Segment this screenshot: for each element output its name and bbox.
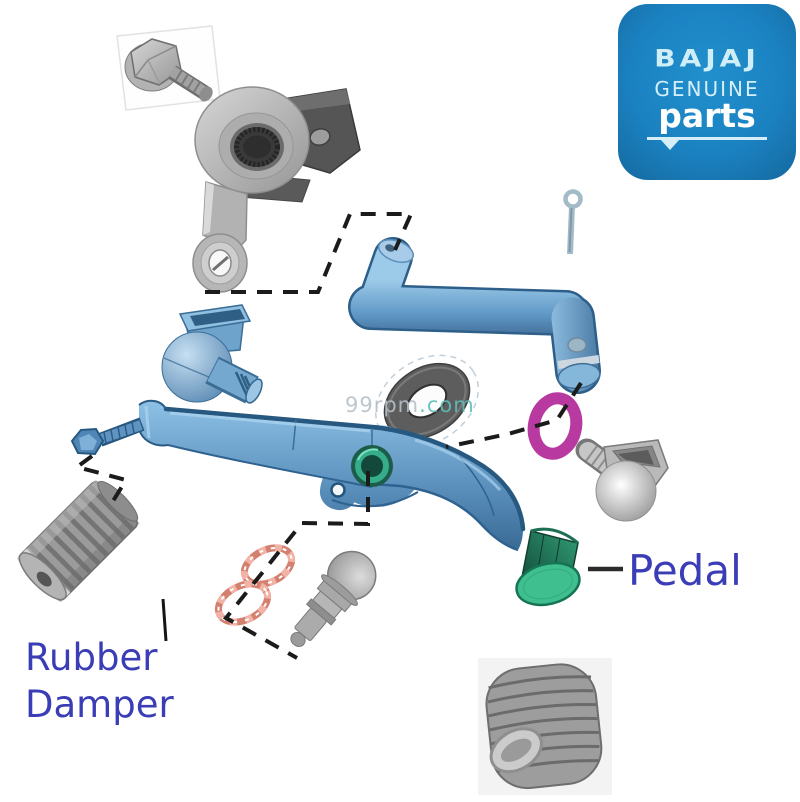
pump-body — [161, 304, 263, 404]
logo-parts-text: parts — [658, 95, 756, 135]
spring-washer-lower — [214, 580, 272, 626]
arm-bolt — [70, 417, 145, 456]
washer — [375, 354, 479, 448]
assembly-dashed-lines — [72, 212, 583, 660]
watermark-text: 99rpm.com — [345, 393, 475, 417]
bajaj-genuine-parts-logo: BAJAJ GENUINE parts — [618, 4, 796, 180]
spring-washer-upper — [240, 544, 296, 588]
gear-shift-crank — [348, 237, 601, 394]
pedal-peg — [515, 527, 581, 607]
bushing — [351, 445, 393, 487]
pivot-bolt — [290, 550, 377, 648]
rubber-damper-label-line1: Rubber — [25, 636, 158, 679]
pedal-rubber — [478, 658, 612, 795]
mount-bolt — [116, 25, 221, 111]
tab-hole — [330, 482, 346, 498]
logo-underline-arrow — [647, 136, 767, 150]
cotter-pin — [563, 189, 583, 255]
brake-pedal-arm — [70, 399, 581, 607]
rubber-damper-leader-line — [161, 598, 168, 642]
logo-brand-text: BAJAJ — [654, 44, 760, 73]
rubber-damper-part — [16, 479, 140, 603]
pedal-label: Pedal — [628, 546, 742, 595]
rubber-damper-label-line2: Damper — [25, 683, 174, 726]
shift-lever — [192, 86, 361, 293]
logo-genuine-text: GENUINE — [654, 76, 760, 101]
ball-joint — [575, 438, 669, 522]
o-ring — [527, 392, 583, 460]
